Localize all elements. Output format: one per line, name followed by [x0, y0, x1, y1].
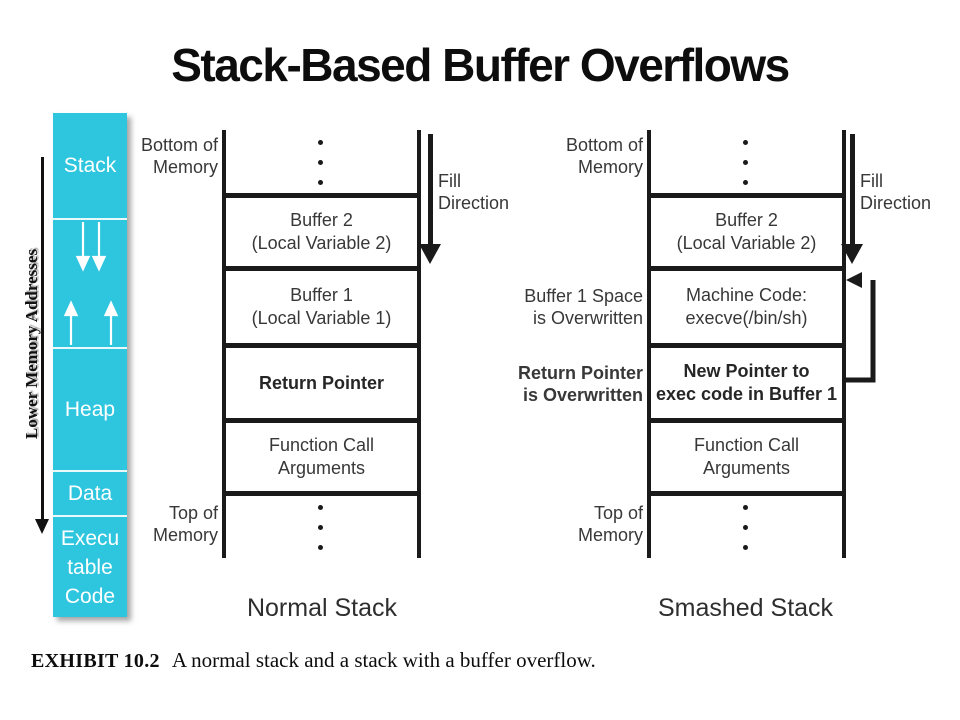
ellipsis-dots-icon	[318, 505, 323, 550]
smashed-divider	[647, 266, 846, 271]
smashed-divider	[647, 193, 846, 198]
page-title: Stack-Based Buffer Overflows	[171, 39, 790, 91]
smashed-cell-function-call-arguments: Function Call Arguments	[693, 435, 800, 478]
normal-divider	[222, 343, 421, 348]
normal-fill-direction-label: Fill Direction	[438, 171, 510, 213]
ellipsis-dots-icon	[743, 505, 748, 550]
segment-label-data: Data	[67, 481, 113, 505]
segment-label-heap: Heap	[64, 397, 116, 421]
smashed-divider	[647, 418, 846, 423]
ellipsis-dots-icon	[743, 140, 748, 185]
normal-divider	[222, 193, 421, 198]
smashed-bottom-of-memory-label: Bottom of Memory	[565, 135, 643, 177]
smashed-top-of-memory-label: Top of Memory	[577, 503, 643, 545]
normal-stack-caption: Normal Stack	[246, 594, 398, 622]
smashed-divider	[647, 491, 846, 496]
ellipsis-dots-icon	[318, 140, 323, 185]
smashed-cell-buffer2: Buffer 2 (Local Variable 2)	[676, 210, 817, 253]
lower-memory-axis-arrow-shaft	[41, 157, 44, 519]
normal-top-of-memory-label: Top of Memory	[152, 503, 218, 545]
normal-divider	[222, 266, 421, 271]
lower-memory-axis-arrowhead-icon	[35, 519, 49, 534]
smashed-fill-direction-arrow-shaft	[850, 134, 855, 244]
memory-segment-data: Data	[53, 472, 127, 517]
smashed-divider	[647, 343, 846, 348]
exhibit-caption: EXHIBIT 10.2 A normal stack and a stack w…	[31, 648, 596, 673]
normal-fill-direction-arrow-shaft	[428, 134, 433, 244]
return-pointer-overwritten-label: Return Pointer is Overwritten	[517, 363, 643, 405]
segment-label-executable-code: Execu table Code	[60, 526, 120, 608]
normal-fill-direction-arrowhead-icon	[419, 244, 441, 264]
memory-segment-heap: Heap	[53, 349, 127, 472]
normal-cell-buffer1: Buffer 1 (Local Variable 1)	[251, 285, 392, 328]
normal-bottom-of-memory-label: Bottom of Memory	[140, 135, 218, 177]
lower-memory-addresses-label: Lower Memory Addresses	[22, 248, 41, 440]
memory-map-sidebar: Stack Heap Data Execu table Code	[53, 113, 127, 617]
smashed-stack-caption: Smashed Stack	[657, 594, 834, 622]
growth-direction-arrows-icon	[63, 222, 119, 345]
normal-cell-function-call-arguments: Function Call Arguments	[268, 435, 375, 478]
normal-cell-return-pointer: Return Pointer	[258, 372, 384, 393]
segment-label-stack: Stack	[63, 153, 117, 177]
smashed-fill-direction-label: Fill Direction	[860, 171, 932, 213]
normal-divider	[222, 491, 421, 496]
new-pointer-to-machine-code-arrow-icon	[845, 272, 876, 383]
memory-segment-executable-code: Execu table Code	[53, 517, 127, 617]
buffer1-space-overwritten-label: Buffer 1 Space is Overwritten	[524, 286, 643, 328]
exhibit-text: A normal stack and a stack with a buffer…	[171, 648, 596, 672]
memory-segment-growth-gap	[53, 220, 127, 349]
smashed-cell-new-pointer: New Pointer to exec code in Buffer 1	[655, 361, 838, 404]
normal-cell-buffer2: Buffer 2 (Local Variable 2)	[251, 210, 392, 253]
smashed-fill-direction-arrowhead-icon	[841, 244, 863, 264]
memory-segment-stack: Stack	[53, 113, 127, 220]
smashed-cell-machine-code: Machine Code: execve(/bin/sh)	[685, 285, 808, 328]
exhibit-number: EXHIBIT 10.2	[31, 650, 160, 672]
normal-divider	[222, 418, 421, 423]
